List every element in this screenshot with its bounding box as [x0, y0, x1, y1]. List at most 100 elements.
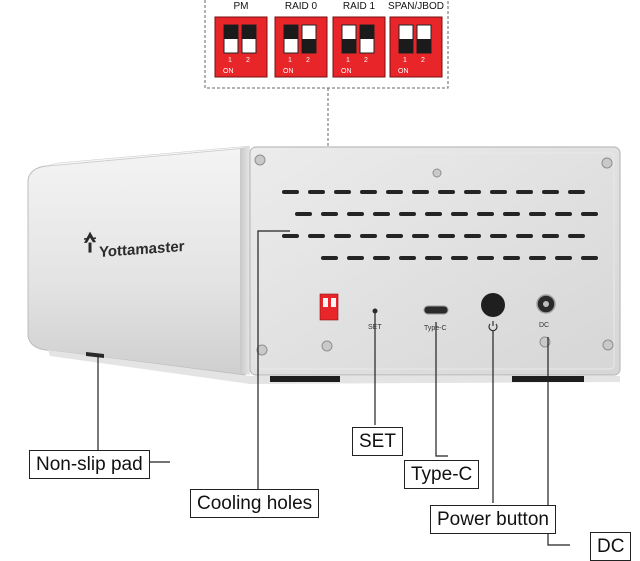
- cooling-slot: [503, 256, 520, 260]
- front-dip-switch: [319, 293, 339, 321]
- cooling-slot: [282, 234, 299, 238]
- cooling-slot: [347, 256, 364, 260]
- power-button[interactable]: [481, 293, 505, 317]
- corner-screws: [254, 154, 614, 356]
- cooling-slot: [295, 212, 312, 216]
- dip-number: 2: [306, 57, 310, 64]
- callout-cooling-holes: Cooling holes: [190, 489, 320, 518]
- dip-mode-label: RAID 1: [343, 1, 376, 12]
- cooling-slot: [451, 212, 468, 216]
- set-button[interactable]: [372, 308, 378, 314]
- dip-number: 2: [421, 57, 425, 64]
- dip-knob: [342, 39, 356, 53]
- cooling-slot: [464, 190, 481, 194]
- cooling-slot: [425, 212, 442, 216]
- cooling-slot: [529, 256, 546, 260]
- dip-knob: [399, 39, 413, 53]
- enclosure-side-panel: [27, 147, 246, 376]
- cooling-slot: [581, 256, 598, 260]
- dip-mode-4: SPAN/JBOD 1 2ON: [388, 1, 444, 78]
- dip-number: 1: [346, 57, 350, 64]
- enclosure-bevel: [240, 146, 250, 375]
- dip-mode-1: PM 1 2ON: [214, 1, 268, 78]
- cooling-slot: [503, 212, 520, 216]
- cooling-slot: [451, 256, 468, 260]
- cooling-slot: [581, 212, 598, 216]
- cooling-slot: [386, 190, 403, 194]
- cooling-slot: [412, 234, 429, 238]
- cooling-slot: [555, 212, 572, 216]
- dip-knob: [284, 25, 298, 39]
- non-slip-pad-front: [270, 376, 340, 382]
- cooling-slot: [373, 256, 390, 260]
- type-c-port[interactable]: [423, 305, 449, 315]
- dip-mode-2: RAID 0 1 2ON: [274, 1, 328, 78]
- dip-number: 1: [288, 57, 292, 64]
- cooling-slot: [568, 234, 585, 238]
- enclosure-front-panel: [249, 146, 621, 376]
- dip-legend-frame: [204, 0, 449, 89]
- cooling-slot: [308, 234, 325, 238]
- cooling-slot: [282, 190, 299, 194]
- dip-mode-label: PM: [234, 1, 249, 12]
- callout-non-slip-pad: Non-slip pad: [29, 450, 150, 479]
- callout-dc: DC: [590, 532, 632, 561]
- cooling-slot: [308, 190, 325, 194]
- dip-number: 1: [228, 57, 232, 64]
- dip-mode-label: SPAN/JBOD: [388, 1, 444, 12]
- cooling-slot: [399, 256, 416, 260]
- dip-mode-label: RAID 0: [285, 1, 318, 12]
- dip-knob: [242, 25, 256, 39]
- cooling-slot: [334, 234, 351, 238]
- cooling-slot: [438, 190, 455, 194]
- cooling-slot: [490, 190, 507, 194]
- cooling-slot: [438, 234, 455, 238]
- dip-number: 2: [364, 57, 368, 64]
- dip-knob: [302, 39, 316, 53]
- dc-port-label: DC: [539, 322, 549, 329]
- cooling-slot: [477, 212, 494, 216]
- dip-switch-legend: PM 1 2ON RAID 0 1 2ON RAID 1 1 2ON SPAN/JBOD 1 2ON: [214, 1, 444, 78]
- typec-port-label: Type-C: [424, 325, 447, 332]
- dip-on-label: ON: [223, 68, 234, 75]
- callout-power-button: Power button: [430, 505, 556, 534]
- cooling-slot: [360, 234, 377, 238]
- dip-on-label: ON: [398, 68, 409, 75]
- cooling-slot: [373, 212, 390, 216]
- cooling-slot: [477, 256, 494, 260]
- cooling-slot: [347, 212, 364, 216]
- cooling-slot: [334, 190, 351, 194]
- non-slip-pad-side: [86, 352, 104, 358]
- dip-knob: [224, 25, 238, 39]
- callout-set: SET: [352, 427, 403, 456]
- cooling-slot: [360, 190, 377, 194]
- dip-knob: [360, 25, 374, 39]
- dip-number: 1: [403, 57, 407, 64]
- enclosure-base-shadow: [48, 350, 620, 384]
- dip-knob: [417, 39, 431, 53]
- dip-on-label: ON: [283, 68, 294, 75]
- dip-on-label: ON: [341, 68, 352, 75]
- cooling-slot: [321, 256, 338, 260]
- cooling-slot: [516, 234, 533, 238]
- dip-mode-3: RAID 1 1 2ON: [332, 1, 386, 78]
- power-icon: [488, 321, 498, 332]
- cooling-slot: [516, 190, 533, 194]
- cooling-slot: [555, 256, 572, 260]
- cooling-holes: [282, 190, 598, 260]
- cooling-slot: [542, 234, 559, 238]
- cooling-slot: [490, 234, 507, 238]
- brand-name: Yottamaster: [99, 238, 185, 261]
- cooling-slot: [529, 212, 546, 216]
- cooling-slot: [542, 190, 559, 194]
- cooling-slot: [321, 212, 338, 216]
- cooling-slot: [386, 234, 403, 238]
- callout-type-c: Type-C: [404, 460, 480, 489]
- dip-number: 2: [246, 57, 250, 64]
- cooling-slot: [399, 212, 416, 216]
- cooling-slot: [568, 190, 585, 194]
- yottamaster-logo: [84, 231, 96, 253]
- cooling-slot: [464, 234, 481, 238]
